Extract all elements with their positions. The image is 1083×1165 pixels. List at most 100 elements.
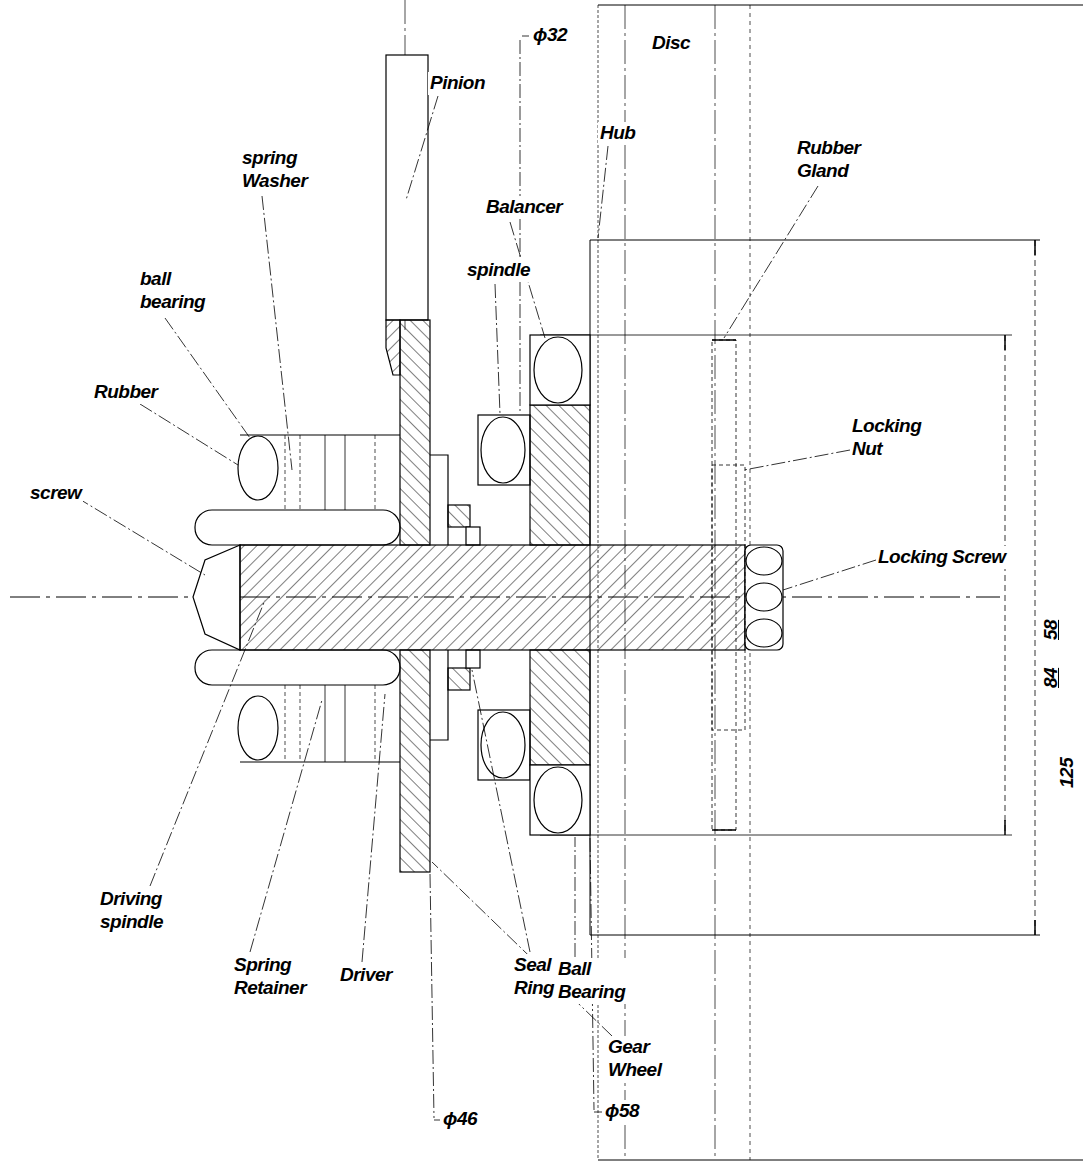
driver-lug bbox=[448, 668, 470, 690]
part-label: Rubber Gland bbox=[795, 137, 863, 183]
dimension-tick bbox=[1004, 335, 1006, 350]
part-label: spring Washer bbox=[240, 147, 309, 193]
leader-line bbox=[434, 1120, 440, 1121]
dimension-tick bbox=[1004, 820, 1006, 835]
part-label: Seal Ring bbox=[512, 954, 556, 1000]
disc-edge bbox=[598, 5, 1083, 6]
dimension-label: ϕ46 bbox=[441, 1108, 479, 1131]
screw-head bbox=[193, 545, 240, 650]
dimension-tick bbox=[1034, 920, 1036, 935]
rubber-ring bbox=[238, 696, 278, 760]
dimension-label: 125 bbox=[1056, 756, 1079, 790]
part-label: Locking Screw bbox=[876, 546, 1008, 569]
locking-nut bbox=[712, 465, 745, 730]
leader-line bbox=[575, 837, 576, 957]
leader-line bbox=[783, 560, 876, 590]
leader-line bbox=[262, 196, 292, 470]
dimension-tick bbox=[1034, 240, 1036, 255]
spring-retainer bbox=[345, 435, 346, 510]
rubber-gland bbox=[712, 829, 736, 831]
leader-line bbox=[598, 146, 608, 238]
disc-edge bbox=[598, 1160, 1083, 1161]
leader-line bbox=[594, 1112, 602, 1113]
part-label: Pinion bbox=[428, 72, 487, 95]
rubber-gland bbox=[712, 339, 736, 341]
spring-washer bbox=[285, 685, 286, 762]
leader-line bbox=[472, 670, 530, 952]
leader-line bbox=[495, 284, 500, 414]
driving-spindle bbox=[240, 434, 400, 435]
spring-retainer bbox=[325, 435, 326, 510]
locking-screw-thread bbox=[746, 583, 782, 611]
driver-edge bbox=[375, 685, 376, 762]
leader-line bbox=[165, 318, 250, 438]
part-label: Disc bbox=[650, 32, 692, 55]
leader-line bbox=[744, 450, 850, 470]
bearing-housing bbox=[478, 710, 530, 780]
leader-line bbox=[406, 96, 438, 200]
dimension-label: 84 bbox=[1040, 666, 1063, 690]
dimension-label: ϕ58 bbox=[603, 1100, 641, 1123]
balancer bbox=[530, 405, 590, 545]
dimension-label: ϕ32 bbox=[531, 24, 569, 47]
leader-line bbox=[522, 36, 529, 37]
spring-retainer bbox=[345, 685, 346, 762]
leader-line bbox=[724, 186, 818, 338]
part-label: spindle bbox=[465, 259, 532, 282]
driver-edge bbox=[375, 435, 376, 510]
dimension-label: 58 bbox=[1040, 618, 1063, 642]
rubber-ring bbox=[238, 436, 278, 500]
part-label: Driving spindle bbox=[98, 888, 165, 934]
seal-ring bbox=[466, 527, 480, 545]
leader-line bbox=[430, 874, 434, 1118]
driver bbox=[430, 455, 448, 545]
spindle-shaft bbox=[240, 545, 745, 650]
bearing-housing bbox=[530, 765, 590, 835]
part-label: Gear Wheel bbox=[606, 1036, 663, 1082]
screw-thread bbox=[195, 510, 400, 545]
driver bbox=[430, 650, 448, 740]
part-label: Spring Retainer bbox=[232, 954, 308, 1000]
leader-line bbox=[76, 497, 205, 575]
ball-bearing bbox=[534, 767, 582, 833]
seal-ring bbox=[466, 650, 480, 668]
spring-washer bbox=[285, 435, 286, 510]
extension-line bbox=[540, 835, 1012, 836]
part-label: Rubber bbox=[92, 381, 160, 404]
rubber-gland bbox=[712, 340, 736, 830]
part-label: Locking Nut bbox=[850, 415, 923, 461]
gear-wheel bbox=[400, 320, 430, 545]
part-label: Ball Bearing bbox=[556, 958, 627, 1004]
pinion bbox=[386, 55, 428, 320]
spring-washer bbox=[300, 685, 301, 762]
pinion-teeth bbox=[386, 320, 400, 375]
balancer bbox=[530, 650, 590, 765]
leader-line bbox=[150, 600, 265, 886]
part-label: Driver bbox=[338, 964, 394, 987]
screw-thread bbox=[195, 650, 400, 685]
leader-line bbox=[520, 40, 521, 413]
bearing-housing bbox=[530, 335, 590, 405]
dimension-line bbox=[1005, 335, 1006, 835]
leader-line bbox=[250, 700, 322, 952]
driver-lug bbox=[448, 505, 470, 527]
driving-spindle bbox=[240, 761, 400, 762]
gear-wheel bbox=[400, 650, 430, 872]
spring-retainer bbox=[325, 685, 326, 762]
bearing-housing bbox=[478, 415, 530, 485]
part-label: Hub bbox=[598, 122, 637, 145]
part-label: Balancer bbox=[484, 196, 564, 219]
locking-screw-thread bbox=[746, 547, 782, 575]
leader-line bbox=[362, 694, 385, 962]
part-label: screw bbox=[28, 482, 83, 505]
spring-washer bbox=[300, 435, 301, 510]
locking-screw-thread bbox=[746, 619, 782, 647]
ball-bearing bbox=[481, 417, 525, 483]
ball-bearing bbox=[534, 337, 582, 403]
locking-screw bbox=[745, 545, 783, 650]
leader-line bbox=[140, 404, 238, 465]
dimension-line bbox=[1035, 240, 1036, 935]
part-label: ball bearing bbox=[138, 268, 207, 314]
leader-line bbox=[432, 862, 612, 1036]
